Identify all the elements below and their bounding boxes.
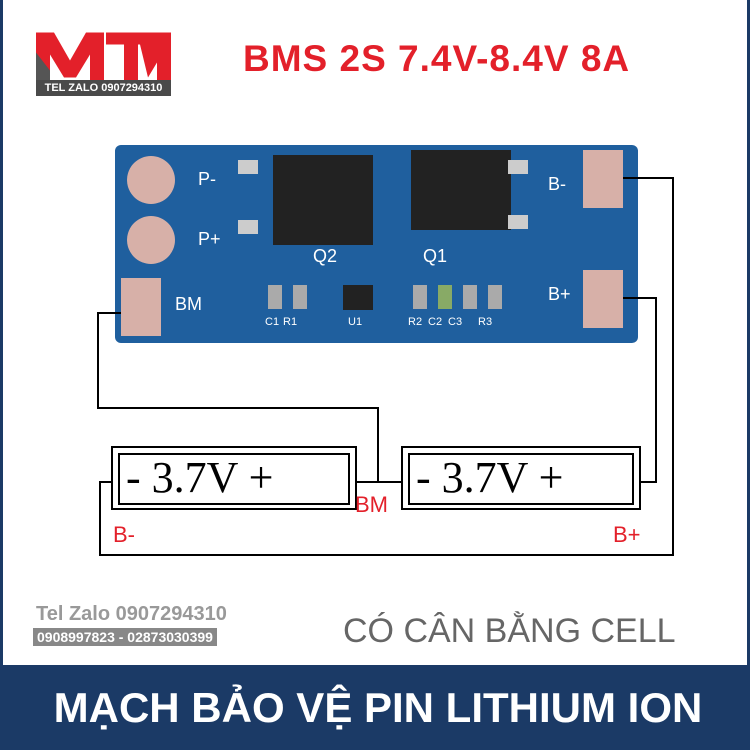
label-q1: Q1 — [423, 246, 447, 266]
bm-pad — [121, 278, 161, 336]
bms-board-diagram: P- P+ Q2 Q1 B- B+ BM U1 C1 R1 R2 C2 C3 R3 — [97, 145, 674, 556]
p-minus-pad — [127, 156, 175, 204]
label-b-plus: B+ — [548, 284, 571, 304]
b-plus-pad — [583, 270, 623, 328]
label-q2: Q2 — [313, 246, 337, 266]
label-bm: BM — [175, 294, 202, 314]
p-plus-pad — [127, 216, 175, 264]
product-title: BMS 2S 7.4V-8.4V 8A — [243, 38, 631, 79]
bm-label: BM — [355, 492, 388, 517]
b-plus-label: B+ — [613, 522, 641, 547]
svg-text:C2: C2 — [428, 316, 442, 328]
mosfet-q1 — [411, 150, 511, 230]
cell-2: - 3.7V + — [401, 446, 641, 510]
b-minus-pad — [583, 150, 623, 208]
svg-text:R1: R1 — [283, 316, 297, 328]
logo-tel: TEL ZALO 0907294310 — [36, 80, 171, 96]
svg-text:R3: R3 — [478, 316, 492, 328]
contact-phones: 0908997823 - 02873030399 — [33, 628, 217, 646]
mosfet-q2 — [273, 155, 373, 245]
svg-text:C1: C1 — [265, 316, 279, 328]
bottom-banner: MẠCH BẢO VỆ PIN LITHIUM ION — [3, 665, 750, 750]
label-p-plus: P+ — [198, 229, 221, 249]
svg-text:C3: C3 — [448, 316, 462, 328]
svg-text:U1: U1 — [348, 316, 362, 328]
ic-u1 — [343, 285, 373, 310]
balance-note: CÓ CÂN BẰNG CELL — [343, 612, 676, 650]
svg-text:R2: R2 — [408, 316, 422, 328]
contact-tel: Tel Zalo 0907294310 — [36, 603, 227, 625]
wires — [97, 177, 674, 556]
mtm-logo — [36, 32, 171, 88]
b-minus-label: B- — [113, 522, 135, 547]
cell-1: - 3.7V + — [111, 446, 357, 510]
label-b-minus: B- — [548, 174, 566, 194]
label-p-minus: P- — [198, 169, 216, 189]
